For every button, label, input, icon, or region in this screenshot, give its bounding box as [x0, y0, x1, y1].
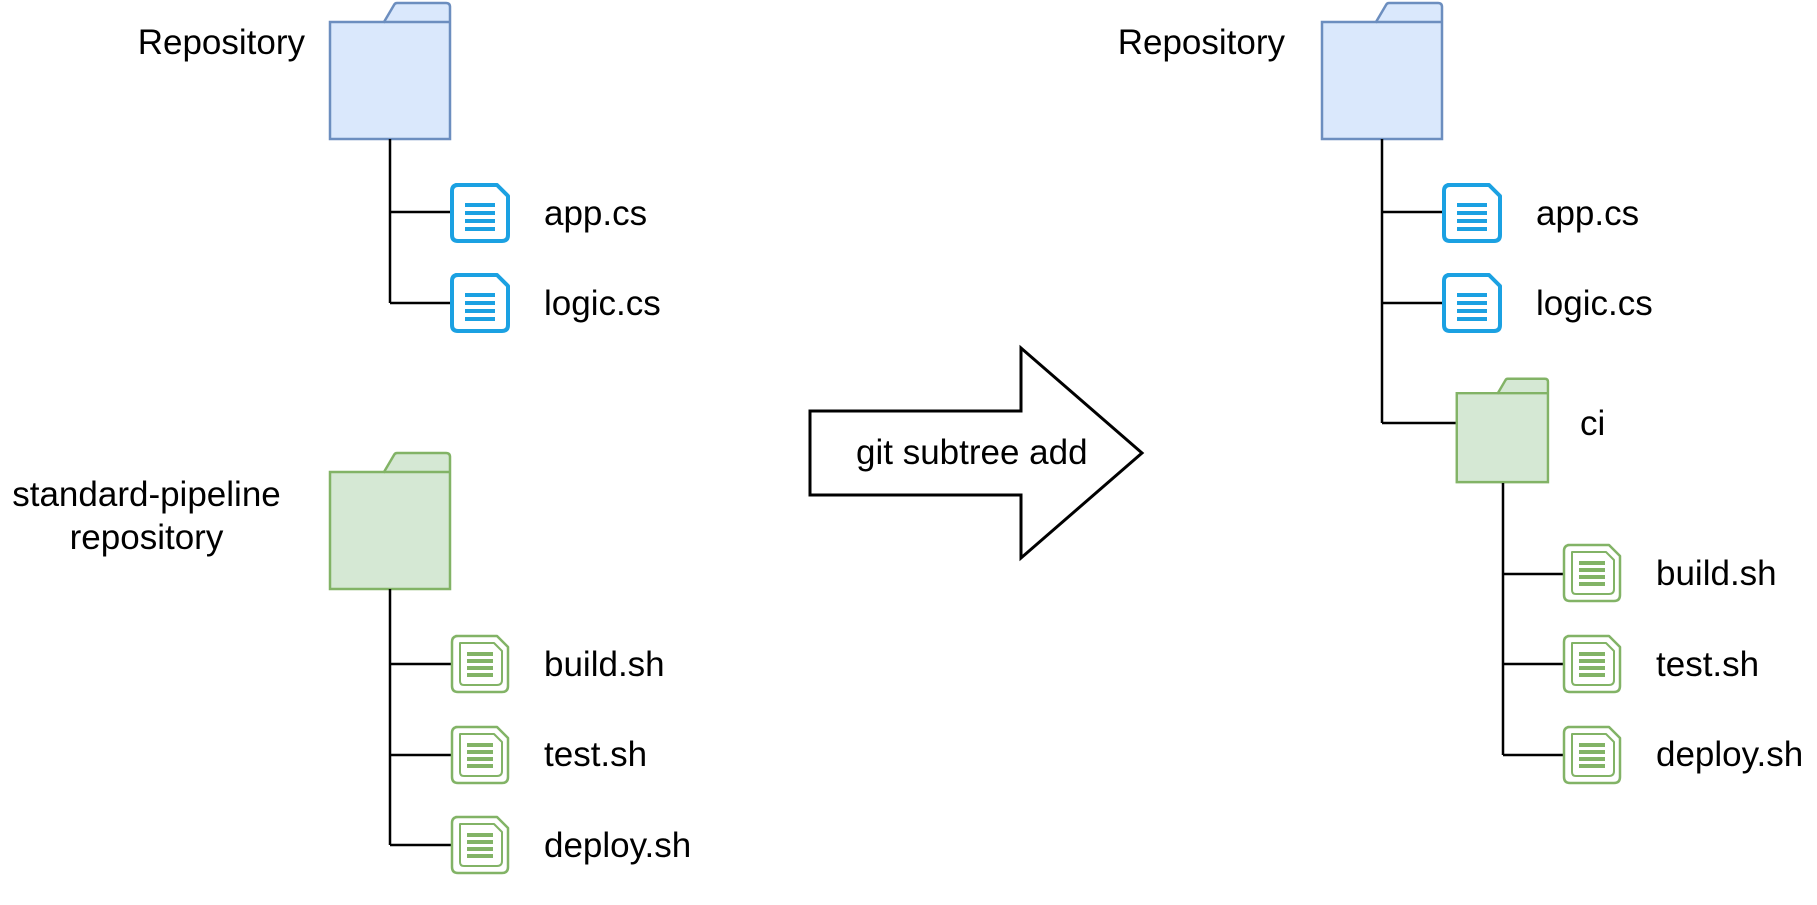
after-repository-tree — [1320, 1, 1622, 785]
pipeline-repository-label-line1: standard-pipeline — [12, 475, 281, 514]
document-icon — [450, 183, 510, 243]
folder-icon — [1455, 377, 1550, 484]
file-label: build.sh — [544, 645, 665, 684]
file-label: test.sh — [544, 735, 648, 774]
file-label: app.cs — [544, 194, 648, 233]
file-label: logic.cs — [544, 284, 661, 323]
tree-connector — [388, 589, 451, 847]
script-file-icon — [450, 725, 510, 785]
document-icon — [1442, 273, 1502, 333]
document-icon — [1442, 183, 1502, 243]
folder-icon — [328, 451, 452, 591]
file-label: deploy.sh — [544, 826, 692, 865]
script-file-icon — [450, 815, 510, 875]
folder-icon — [328, 1, 452, 141]
repository-label: Repository — [137, 23, 305, 62]
before-pipeline-tree — [328, 451, 510, 875]
right-arrow-icon — [808, 344, 1145, 562]
script-file-icon — [1562, 634, 1622, 694]
subfolder-label: ci — [1580, 404, 1606, 443]
file-label: test.sh — [1656, 645, 1760, 684]
ci-subfolder — [1455, 377, 1622, 785]
operation-label: git subtree add — [856, 433, 1088, 472]
tree-connector — [1380, 139, 1457, 425]
before-repository-tree — [328, 1, 510, 333]
pipeline-repository-label-line2: repository — [69, 518, 224, 557]
document-icon — [450, 273, 510, 333]
file-label: logic.cs — [1536, 284, 1653, 323]
file-label: app.cs — [1536, 194, 1640, 233]
tree-connector — [388, 139, 451, 305]
file-label: deploy.sh — [1656, 735, 1804, 774]
script-file-icon — [450, 634, 510, 694]
script-file-icon — [1562, 543, 1622, 603]
tree-connector — [1501, 483, 1563, 757]
repository-label: Repository — [1117, 23, 1285, 62]
file-label: build.sh — [1656, 554, 1777, 593]
folder-icon — [1320, 1, 1444, 141]
script-file-icon — [1562, 725, 1622, 785]
